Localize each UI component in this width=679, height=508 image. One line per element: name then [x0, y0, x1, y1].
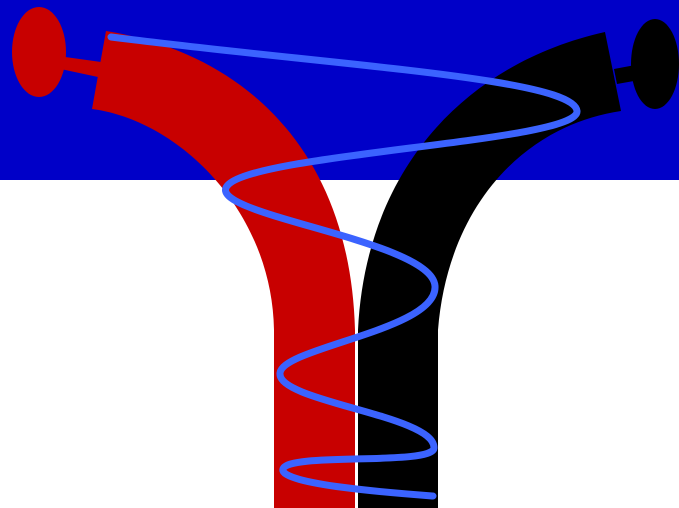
left-red-plunger-head [12, 7, 66, 97]
right-black-plunger-head [631, 19, 679, 109]
